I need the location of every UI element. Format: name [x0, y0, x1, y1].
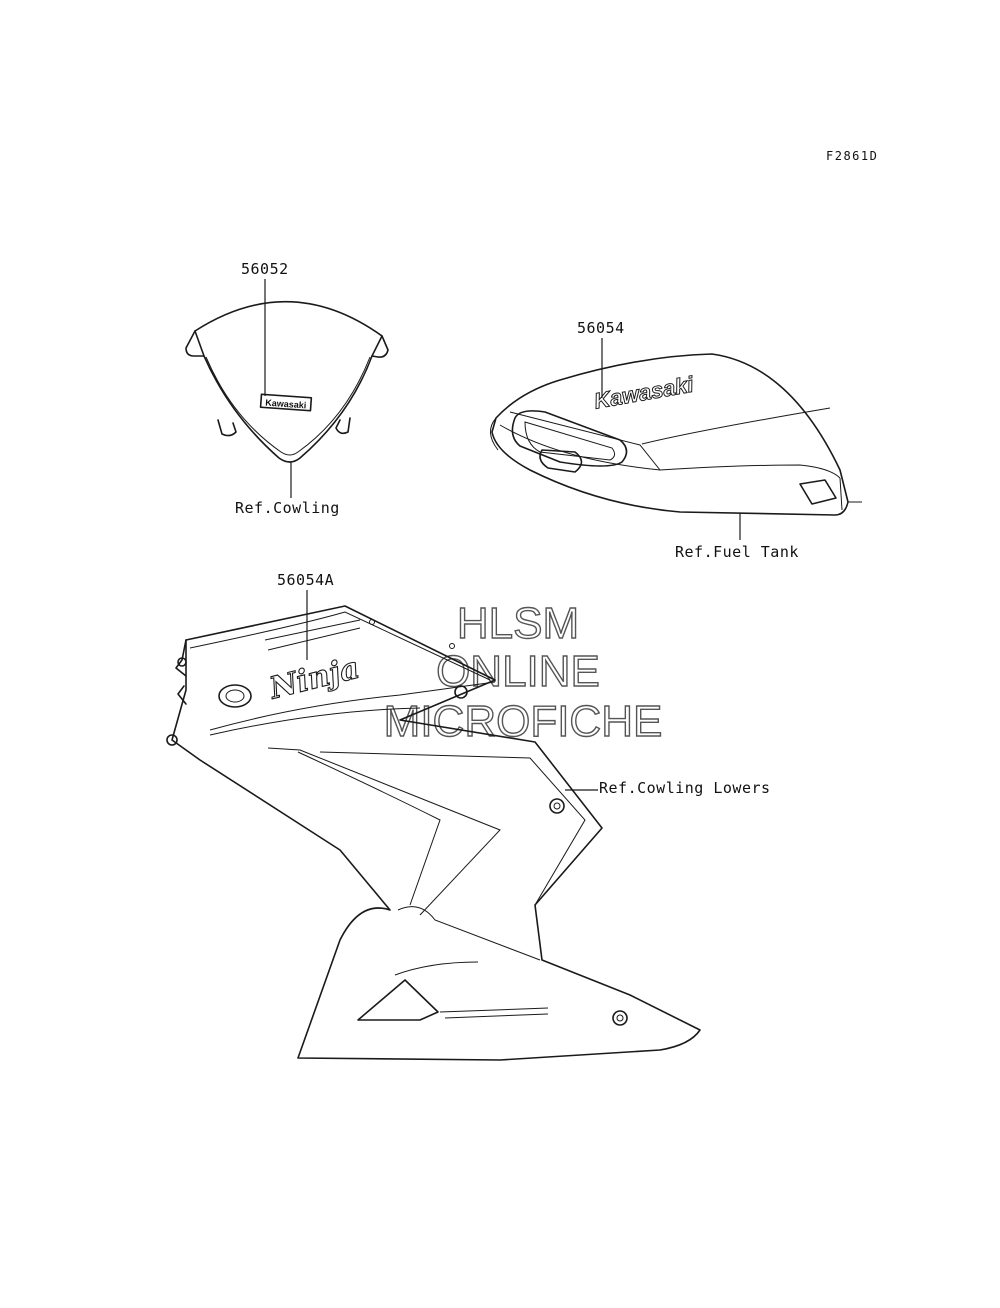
cowl-logo: Ninja: [265, 651, 363, 707]
windshield-ref-label: Ref.Cowling: [235, 499, 340, 517]
watermark-line-1: HLSM: [457, 599, 579, 648]
watermark-line-2: ONLINE: [436, 647, 600, 696]
windshield-part-number: 56052: [241, 260, 289, 278]
fuel-tank-drawing: [490, 353, 862, 516]
side-cowl-drawing: [166, 605, 701, 1061]
tank-ref-label: Ref.Fuel Tank: [675, 543, 799, 561]
figure-code: F2861D: [826, 149, 878, 163]
cowl-part-number: 56054A: [277, 571, 334, 589]
tank-part-number: 56054: [577, 319, 625, 337]
windshield-drawing: [185, 300, 389, 463]
tank-logo: Kawasaki: [592, 371, 696, 413]
windshield-logo: Kawasaki: [265, 398, 307, 411]
watermark: HLSM ONLINE MICROFICHE: [383, 598, 663, 746]
cowl-ref-label: Ref.Cowling Lowers: [599, 779, 771, 797]
watermark-line-3: MICROFICHE: [384, 697, 663, 746]
